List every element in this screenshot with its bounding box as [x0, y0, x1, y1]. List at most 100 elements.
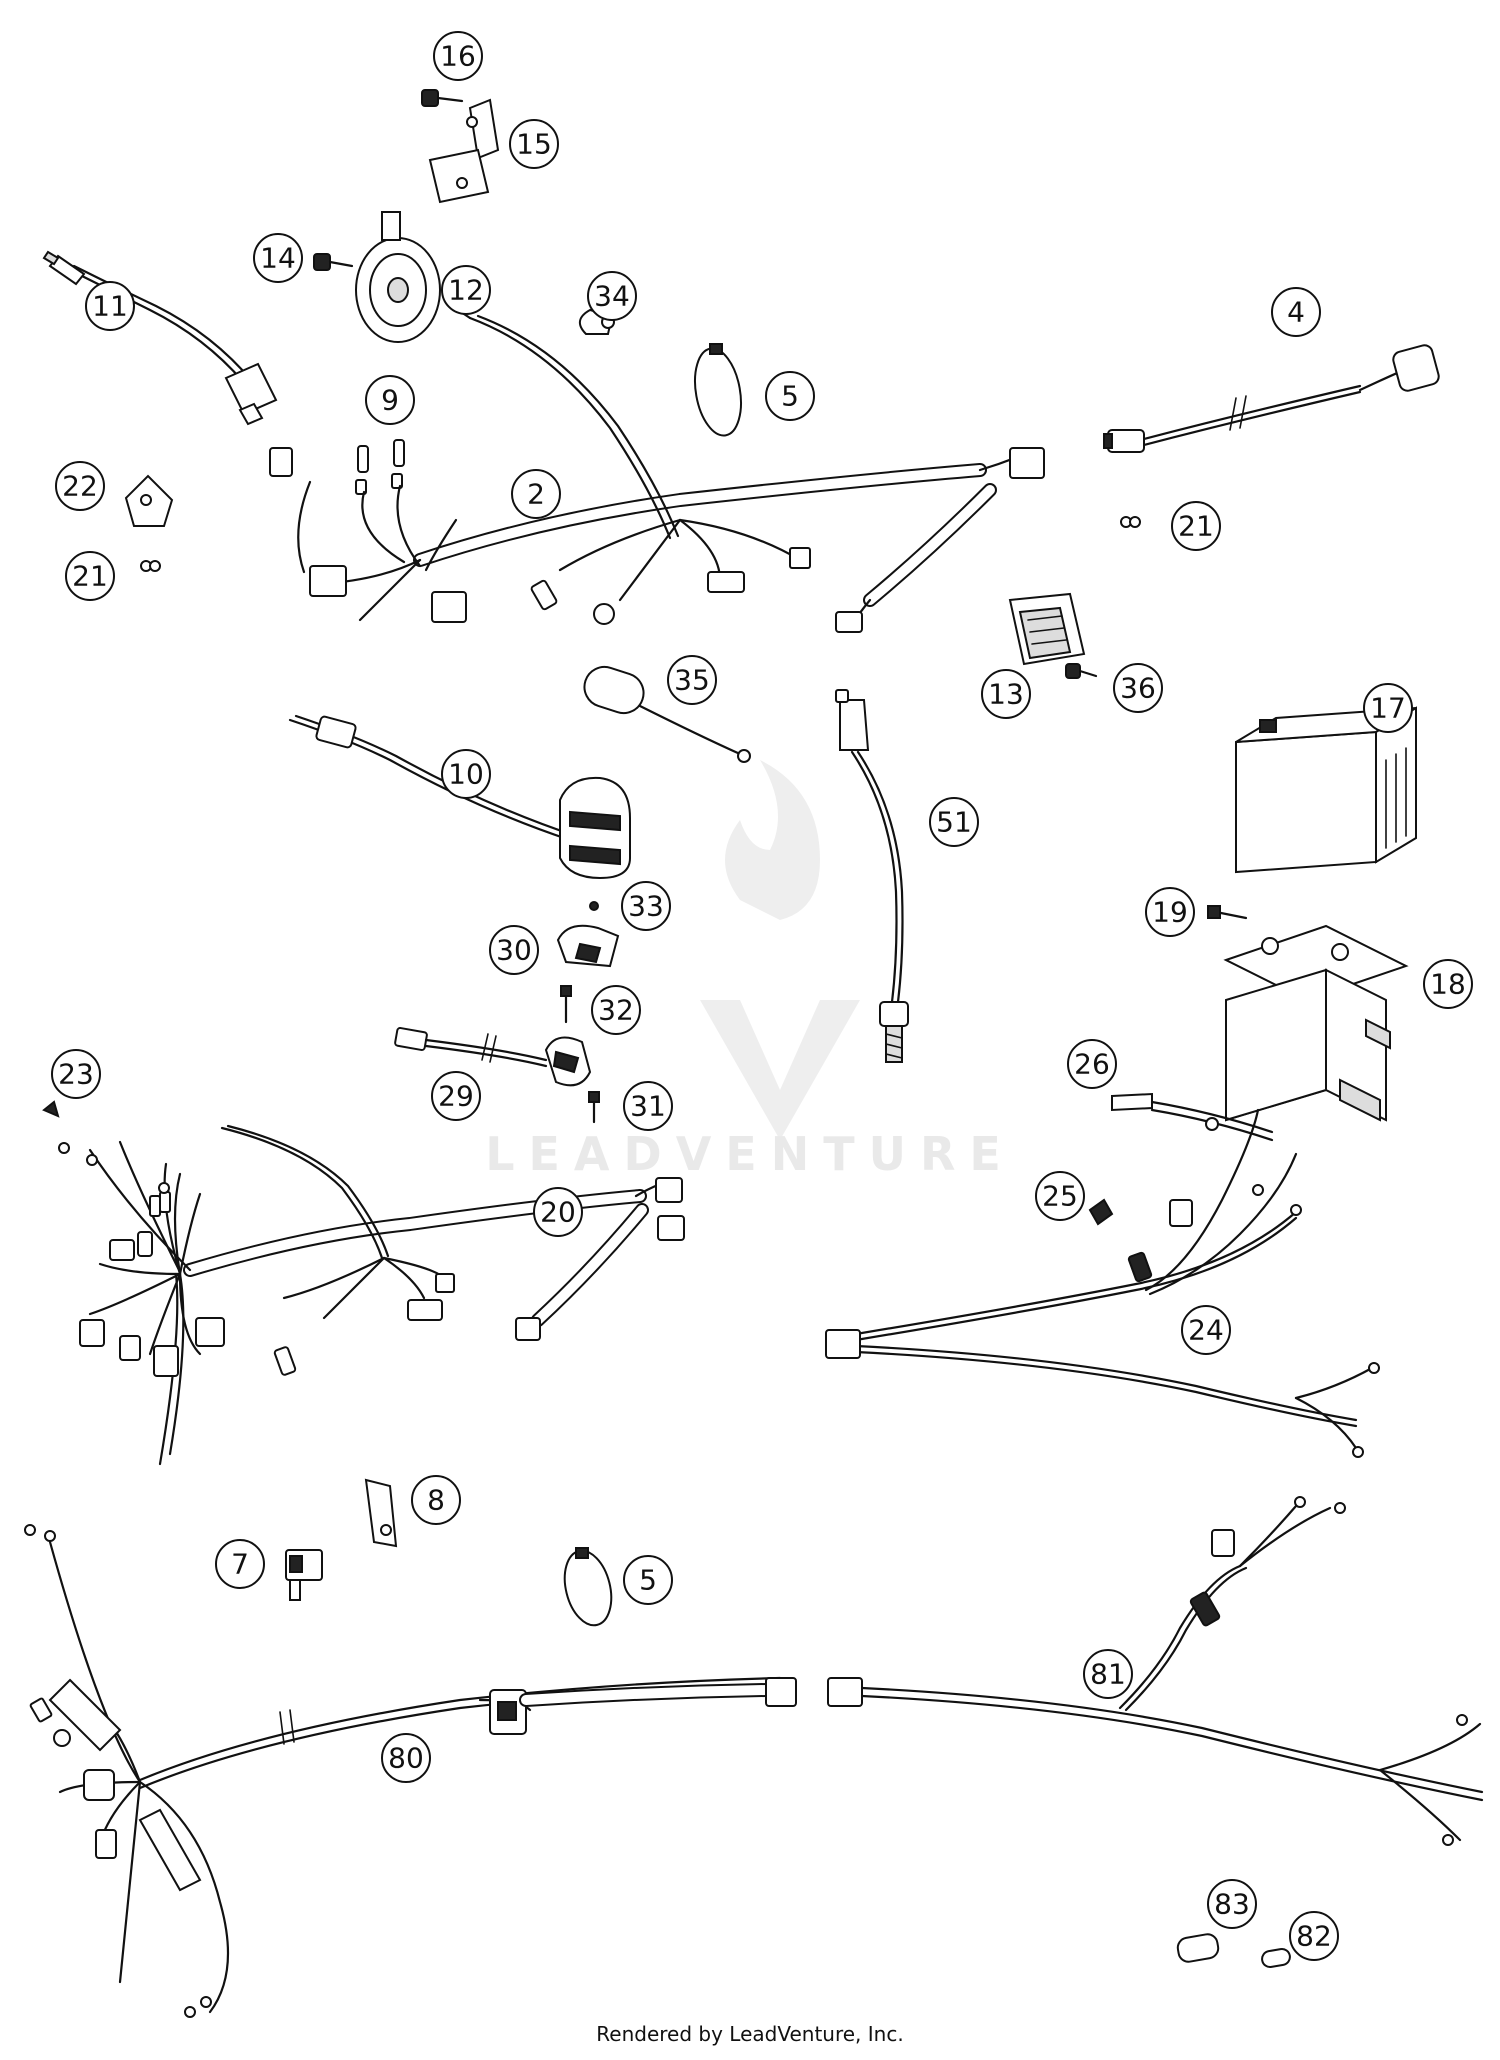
callout-5-upper: 5: [765, 371, 815, 421]
part-5-cable-tie-upper: [694, 343, 742, 437]
part-12-horn: [355, 211, 441, 343]
callout-18: 18: [1423, 959, 1473, 1009]
svg-text:25: 25: [1042, 1180, 1078, 1213]
callout-14: 14: [253, 233, 303, 283]
part-81-harness: [827, 1496, 1484, 1846]
part-5-cable-tie-lower: [563, 1547, 613, 1627]
part-15-bracket: [428, 98, 500, 204]
watermark: LEADVENTURE: [485, 760, 1015, 1181]
svg-text:22: 22: [62, 470, 98, 503]
watermark-text: LEADVENTURE: [485, 1127, 1015, 1181]
svg-text:23: 23: [58, 1058, 94, 1091]
callout-7: 7: [215, 1539, 265, 1589]
svg-text:29: 29: [438, 1080, 474, 1113]
svg-text:15: 15: [516, 128, 552, 161]
svg-text:18: 18: [1430, 968, 1466, 1001]
svg-text:5: 5: [639, 1564, 657, 1597]
svg-text:80: 80: [388, 1742, 424, 1775]
svg-text:83: 83: [1214, 1888, 1250, 1921]
callout-21-right: 21: [1171, 501, 1221, 551]
callout-8: 8: [411, 1475, 461, 1525]
part-80-harness: [24, 1524, 797, 2018]
part-33-washer: [589, 901, 599, 911]
part-26-strap: [1111, 1092, 1274, 1142]
callout-11: 11: [85, 281, 135, 331]
svg-text:20: 20: [540, 1196, 576, 1229]
callout-34: 34: [587, 271, 637, 321]
callout-12: 12: [441, 265, 491, 315]
svg-text:2: 2: [527, 478, 545, 511]
callout-21-left: 21: [65, 551, 115, 601]
callout-30: 30: [489, 925, 539, 975]
svg-text:34: 34: [594, 280, 630, 313]
callout-26: 26: [1067, 1039, 1117, 1089]
part-16-bolt: [421, 89, 464, 107]
svg-text:33: 33: [628, 890, 664, 923]
part-14-bolt: [313, 253, 354, 271]
callout-17: 17: [1363, 683, 1413, 733]
part-10-switch: [288, 714, 631, 880]
render-credit: Rendered by LeadVenture, Inc.: [596, 2022, 904, 2046]
callout-36: 36: [1113, 663, 1163, 713]
part-4-cable: [1103, 344, 1440, 453]
svg-text:82: 82: [1296, 1920, 1332, 1953]
svg-text:21: 21: [1178, 510, 1214, 543]
callout-25: 25: [1035, 1171, 1085, 1221]
callout-81: 81: [1083, 1649, 1133, 1699]
svg-text:81: 81: [1090, 1658, 1126, 1691]
svg-text:31: 31: [630, 1090, 666, 1123]
part-8-bracket: [364, 1478, 398, 1548]
callout-5-lower: 5: [623, 1555, 673, 1605]
svg-text:5: 5: [781, 380, 799, 413]
part-9-terminals: [355, 439, 405, 495]
callout-82: 82: [1289, 1911, 1339, 1961]
part-21-nut-right: [1120, 516, 1141, 528]
svg-text:7: 7: [231, 1548, 249, 1581]
part-29-sensor: [394, 1027, 592, 1087]
callout-20: 20: [533, 1187, 583, 1237]
svg-text:10: 10: [448, 758, 484, 791]
svg-text:19: 19: [1152, 896, 1188, 929]
part-83-cap: [1176, 1933, 1220, 1963]
part-11-sensor-cable: [42, 250, 278, 426]
svg-text:35: 35: [674, 664, 710, 697]
callout-15: 15: [509, 119, 559, 169]
part-23-terminal: [42, 1100, 60, 1118]
svg-text:32: 32: [598, 994, 634, 1027]
callout-35: 35: [667, 655, 717, 705]
callout-33: 33: [621, 881, 671, 931]
svg-text:16: 16: [440, 40, 476, 73]
part-13-regulator: [1008, 592, 1086, 666]
part-7-relay: [285, 1549, 323, 1601]
part-2-main-harness: [269, 308, 1045, 633]
svg-text:17: 17: [1370, 692, 1406, 725]
callout-83: 83: [1207, 1879, 1257, 1929]
callout-16: 16: [433, 31, 483, 81]
part-31-screw: [588, 1091, 600, 1124]
part-18-battery-holder: [1223, 924, 1409, 1122]
svg-text:4: 4: [1287, 296, 1305, 329]
callout-10: 10: [441, 749, 491, 799]
callouts: 16 15 14 12 34 11 9 5 4 22 2 21 21 35 13…: [51, 31, 1473, 1961]
part-30-clamp: [556, 924, 620, 968]
part-32-screw: [560, 985, 572, 1024]
callout-32: 32: [591, 985, 641, 1035]
callout-31: 31: [623, 1081, 673, 1131]
callout-9: 9: [365, 375, 415, 425]
svg-text:51: 51: [936, 806, 972, 839]
svg-text:21: 21: [72, 560, 108, 593]
part-19-bolt: [1207, 905, 1248, 920]
svg-text:14: 14: [260, 242, 296, 275]
callout-80: 80: [381, 1733, 431, 1783]
part-24-harness: [825, 1108, 1380, 1458]
svg-text:30: 30: [496, 934, 532, 967]
svg-text:11: 11: [92, 290, 128, 323]
svg-text:12: 12: [448, 274, 484, 307]
part-25-fuse: [1088, 1198, 1114, 1226]
part-21-nut-left: [140, 560, 161, 572]
svg-text:13: 13: [988, 678, 1024, 711]
callout-23: 23: [51, 1049, 101, 1099]
part-82-bulb: [1261, 1947, 1291, 1969]
callout-19: 19: [1145, 887, 1195, 937]
